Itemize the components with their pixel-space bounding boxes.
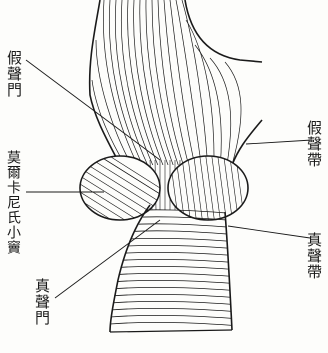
label-ventricle: 莫爾卡尼氏小竇 [6,150,20,255]
leader-true-cords [228,226,310,238]
label-true-glottis: 真聲門 [34,278,49,326]
label-false-cords: 假聲帶 [306,120,321,168]
label-false-glottis: 假聲門 [6,50,21,98]
label-true-cords: 真聲帶 [306,232,321,280]
upper-larynx [90,0,262,170]
left-fold [80,144,160,242]
leader-true-glottis [55,220,160,298]
leader-false-glottis [26,60,160,160]
leader-false-cords [246,140,312,144]
lower-larynx [110,205,240,332]
